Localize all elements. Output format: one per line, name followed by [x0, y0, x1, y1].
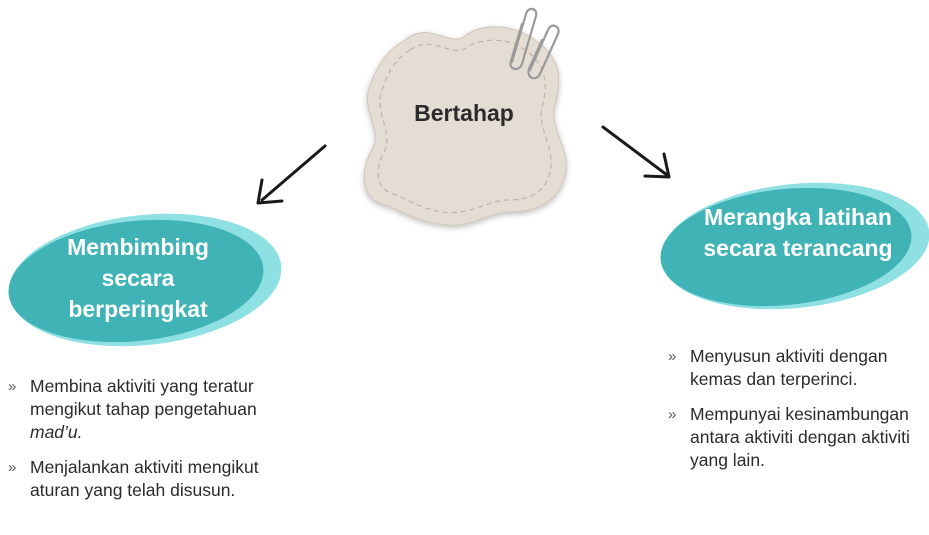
list-item: » Menjalankan aktiviti mengikut aturan y…: [8, 456, 268, 502]
left-arrow-head: [256, 178, 284, 205]
bullet-marker: »: [668, 406, 677, 423]
right-bullet-list: » Menyusun aktiviti dengan kemas dan ter…: [668, 345, 923, 484]
right-oval-title: Merangka latihan secara terancang: [703, 204, 893, 261]
list-item-text: Membina aktiviti yang teratur mengikut t…: [30, 376, 257, 419]
paperclip-icon: [509, 7, 560, 80]
center-note-shape: [363, 26, 567, 226]
right-arrow: [601, 125, 669, 177]
center-title: Bertahap: [414, 100, 514, 126]
list-item-italic: mad’u.: [30, 422, 83, 442]
bullet-marker: »: [668, 348, 677, 365]
right-arrow-head: [643, 152, 671, 179]
left-oval-title: Membimbing secara berperingkat: [67, 234, 209, 322]
list-item: » Mempunyai kesinambungan antara aktivit…: [668, 403, 923, 472]
left-oval: [8, 213, 282, 347]
bullet-marker: »: [8, 378, 17, 395]
list-item: » Membina aktiviti yang teratur mengikut…: [8, 375, 268, 444]
left-bullet-list: » Membina aktiviti yang teratur mengikut…: [8, 375, 268, 514]
list-item: » Menyusun aktiviti dengan kemas dan ter…: [668, 345, 923, 391]
list-item-text: Menyusun aktiviti dengan kemas dan terpe…: [690, 346, 888, 389]
bullet-marker: »: [8, 459, 17, 476]
list-item-text: Mempunyai kesinambungan antara aktiviti …: [690, 404, 910, 470]
left-arrow: [260, 144, 327, 202]
list-item-text: Menjalankan aktiviti mengikut aturan yan…: [30, 457, 259, 500]
right-oval: [660, 182, 929, 310]
